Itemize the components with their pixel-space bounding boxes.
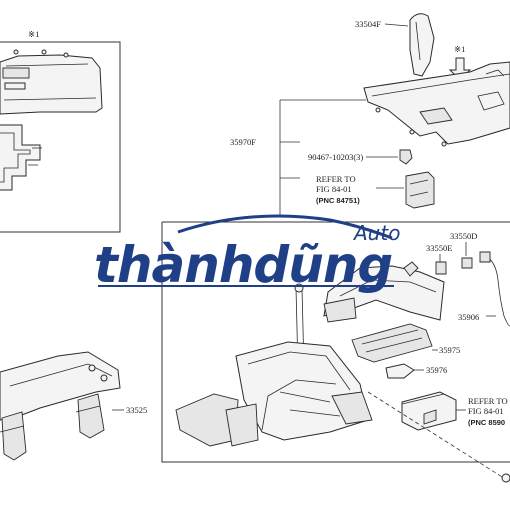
switch-reference-84751: REFER TO FIG 84-01 (PNC 84751): [316, 171, 435, 209]
watermark-brand: thànhdũng: [94, 236, 392, 294]
label-90467: 90467-10203(3): [308, 152, 363, 162]
inset-panel-topleft: ※1: [0, 29, 121, 233]
car-swoosh-icon: [177, 214, 393, 240]
label-33550E: 33550E: [426, 243, 452, 253]
console-panel-35970F: 35970F: [230, 61, 510, 215]
ref1-line1: REFER TO: [316, 174, 356, 184]
shifter-assembly-inset: 35975 35976 33550D 33550E 35906 REFER TO…: [161, 221, 510, 483]
label-35975: 35975: [439, 345, 460, 355]
label-35970F: 35970F: [230, 137, 256, 147]
ref1-line3: (PNC 84751): [316, 196, 360, 205]
ref2-line2: FIG 84-01: [468, 406, 504, 416]
label-33550D: 33550D: [450, 231, 477, 241]
label-35976: 35976: [426, 365, 447, 375]
ref2-line3: (PNC 8590: [468, 418, 505, 427]
note-mark-right: ※1: [454, 44, 465, 54]
shift-knob-33504F: 33504F: [355, 13, 435, 77]
note-mark-left: ※1: [28, 29, 39, 39]
watermark-sub: Auto: [352, 221, 400, 245]
ref1-line2: FIG 84-01: [316, 184, 352, 194]
label-35906: 35906: [458, 312, 479, 322]
brand-watermark: thànhdũng Auto: [94, 214, 400, 294]
bracket-33525: 33525: [0, 351, 147, 461]
clip-90467: 90467-10203(3): [308, 149, 413, 165]
label-33525: 33525: [126, 405, 147, 415]
label-33504F: 33504F: [355, 19, 381, 29]
ref2-line1: REFER TO: [468, 396, 508, 406]
